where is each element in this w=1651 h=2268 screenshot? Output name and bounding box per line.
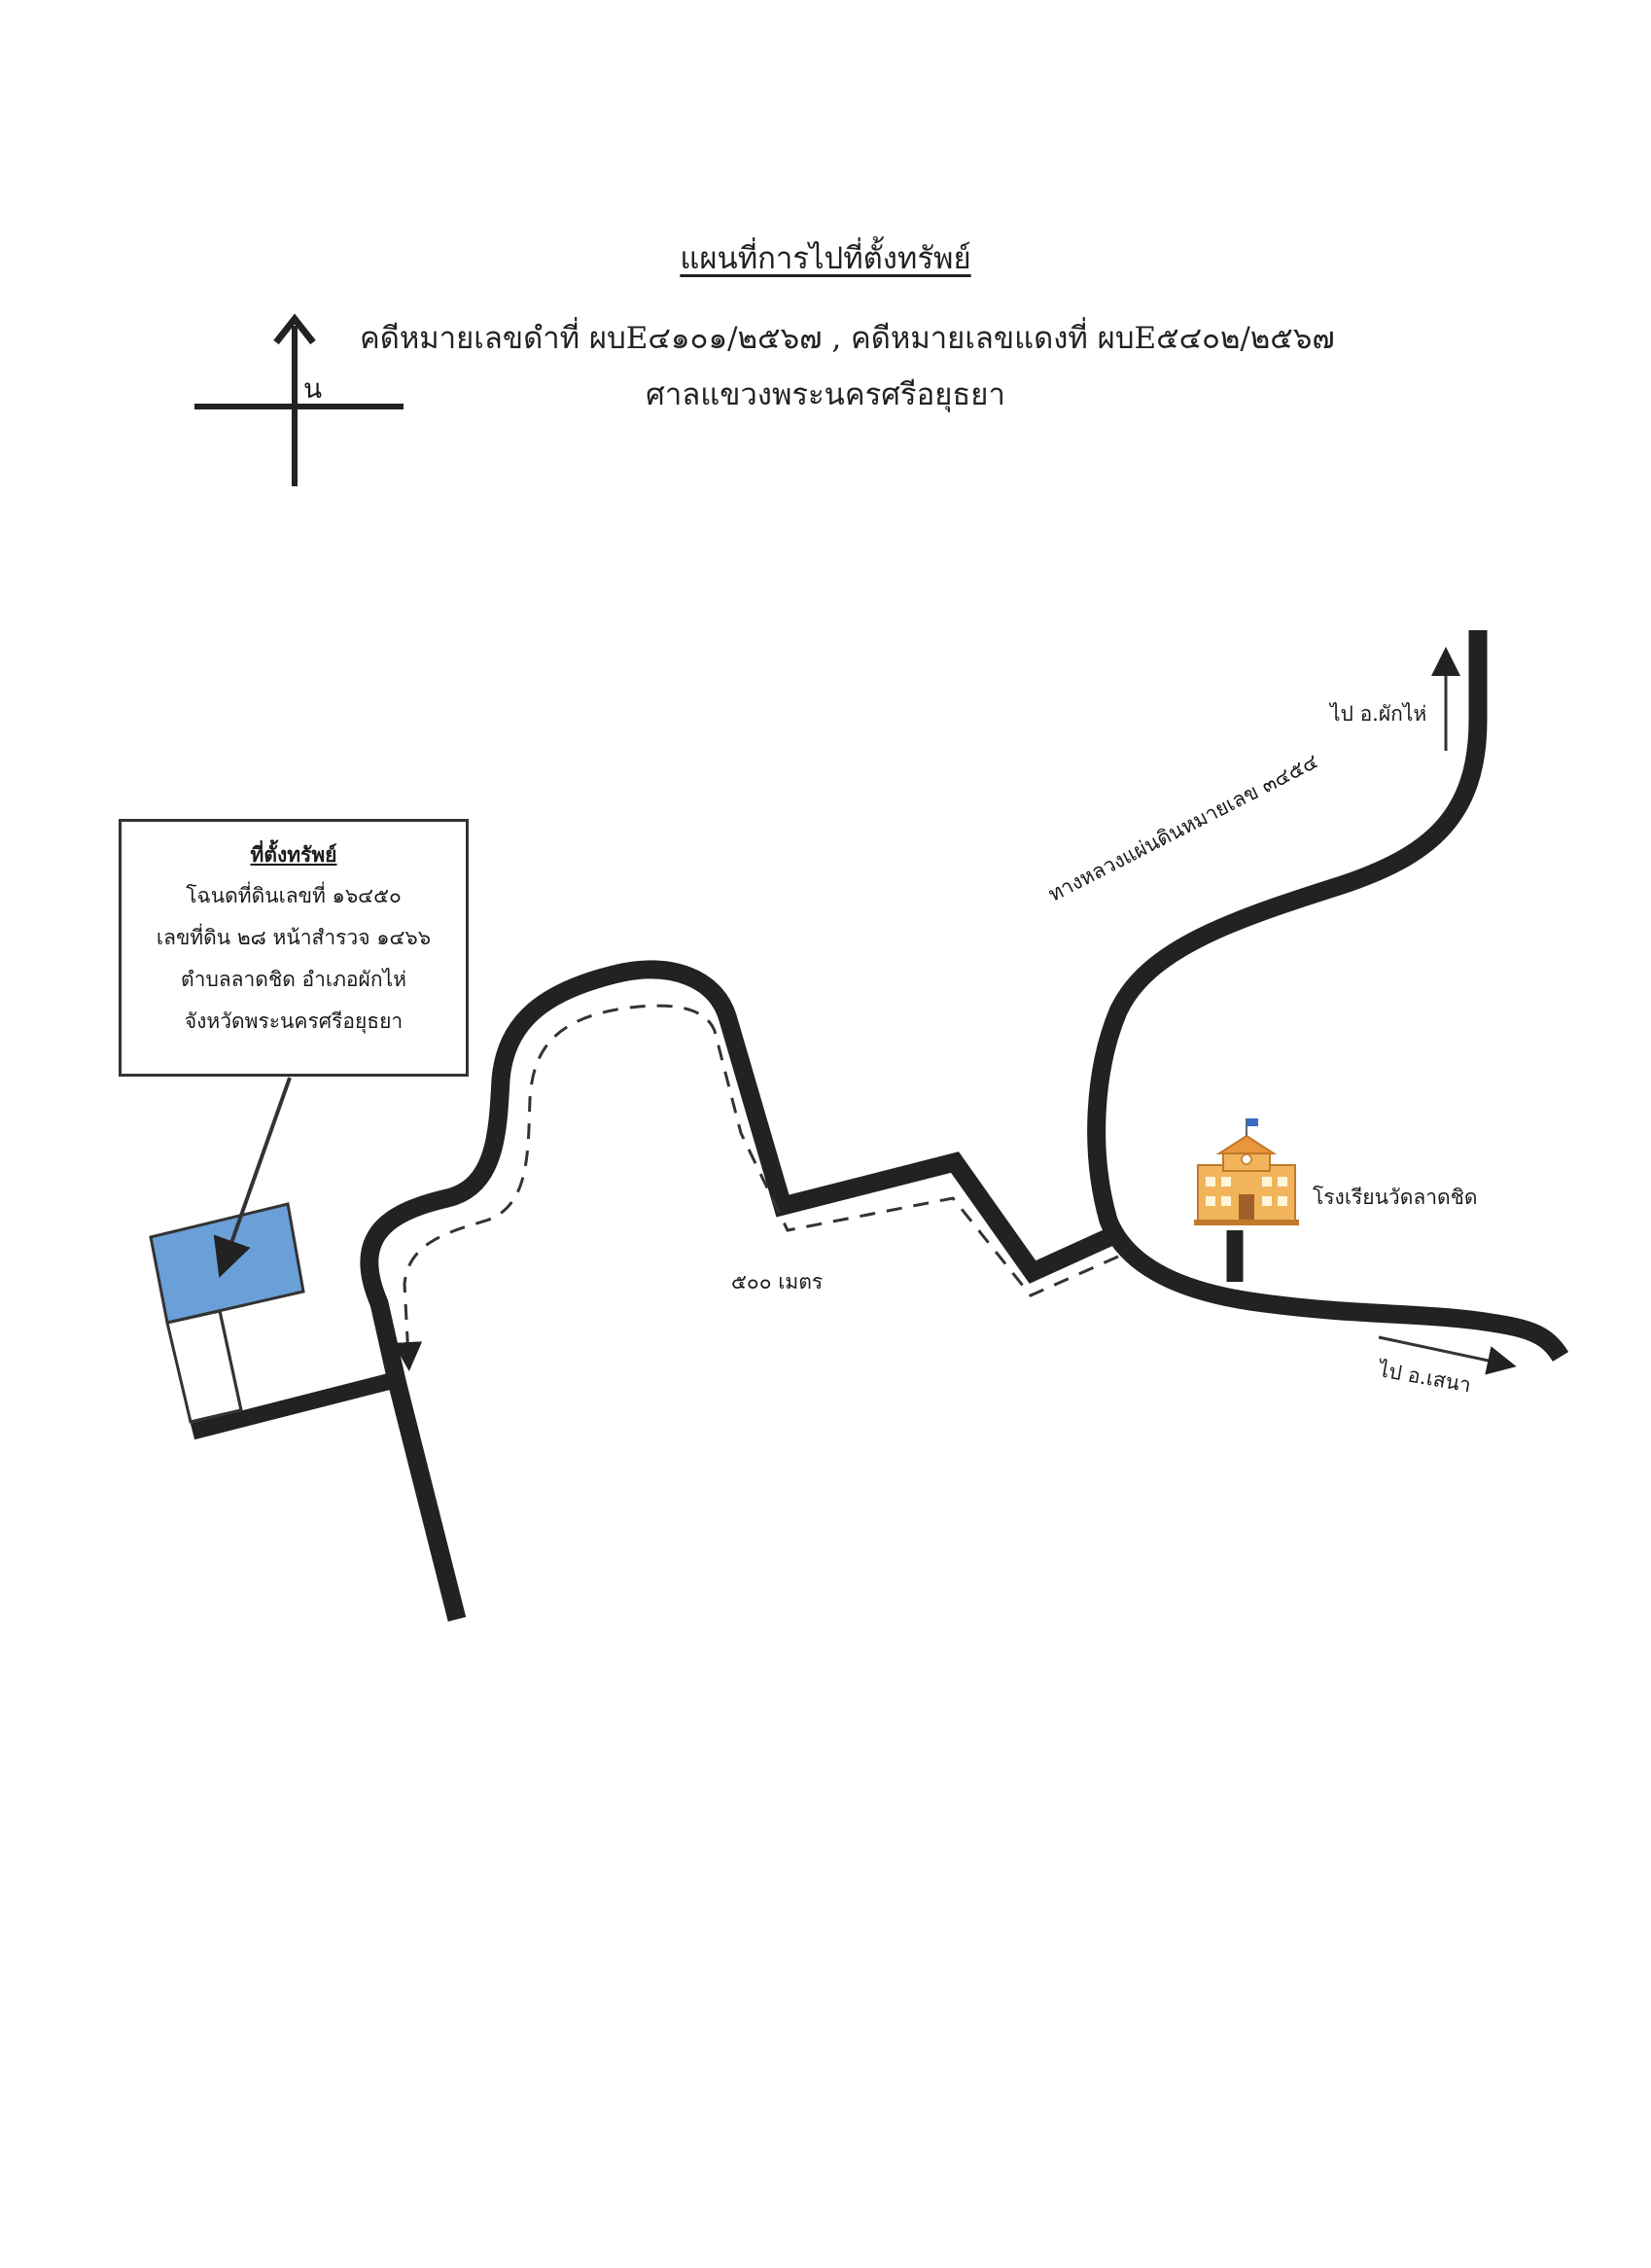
distance-label: ๕๐๐ เมตร [731,1270,824,1293]
case-numbers: คดีหมายเลขดำที่ ผบE๔๑๐๑/๒๕๖๗ , คดีหมายเล… [360,321,1335,356]
school-building-icon [1194,1118,1299,1225]
north-arrow-icon [194,313,404,486]
arrow-right-icon [1378,1335,1517,1375]
property-box-title: ที่ตั้งทรัพย์ [250,842,337,867]
north-label: น [303,372,323,405]
access-road [190,1370,402,1440]
deed-number: โฉนดที่ดินเลขที่ ๑๖๔๕๐ [186,884,402,907]
page-title: แผนที่การไปที่ตั้งทรัพย์ [680,241,971,276]
highway-road [1087,630,1569,1363]
to-phak-hai-label: ไป อ.ผักไห่ [1330,702,1427,726]
route-dashed-line [393,1004,1119,1371]
school-label: โรงเรียนวัดลาดชิด [1313,1186,1478,1209]
local-road [360,960,1122,1622]
subdistrict-district: ตำบลลาดชิด อำเภอผักไห่ [181,968,406,991]
property-pointer-line [213,1077,292,1278]
province: จังหวัดพระนครศรีอยุธยา [184,1010,404,1033]
property-plot [149,1202,305,1424]
property-plot-blue [149,1202,305,1325]
property-plot-strip [165,1309,243,1424]
land-number: เลขที่ดิน ๒๘ หน้าสำรวจ ๑๔๖๖ [156,926,432,949]
court-name: ศาลแขวงพระนครศรีอยุธยา [646,377,1005,412]
property-info-box: ที่ตั้งทรัพย์ โฉนดที่ดินเลขที่ ๑๖๔๕๐ เลข… [119,819,469,1077]
